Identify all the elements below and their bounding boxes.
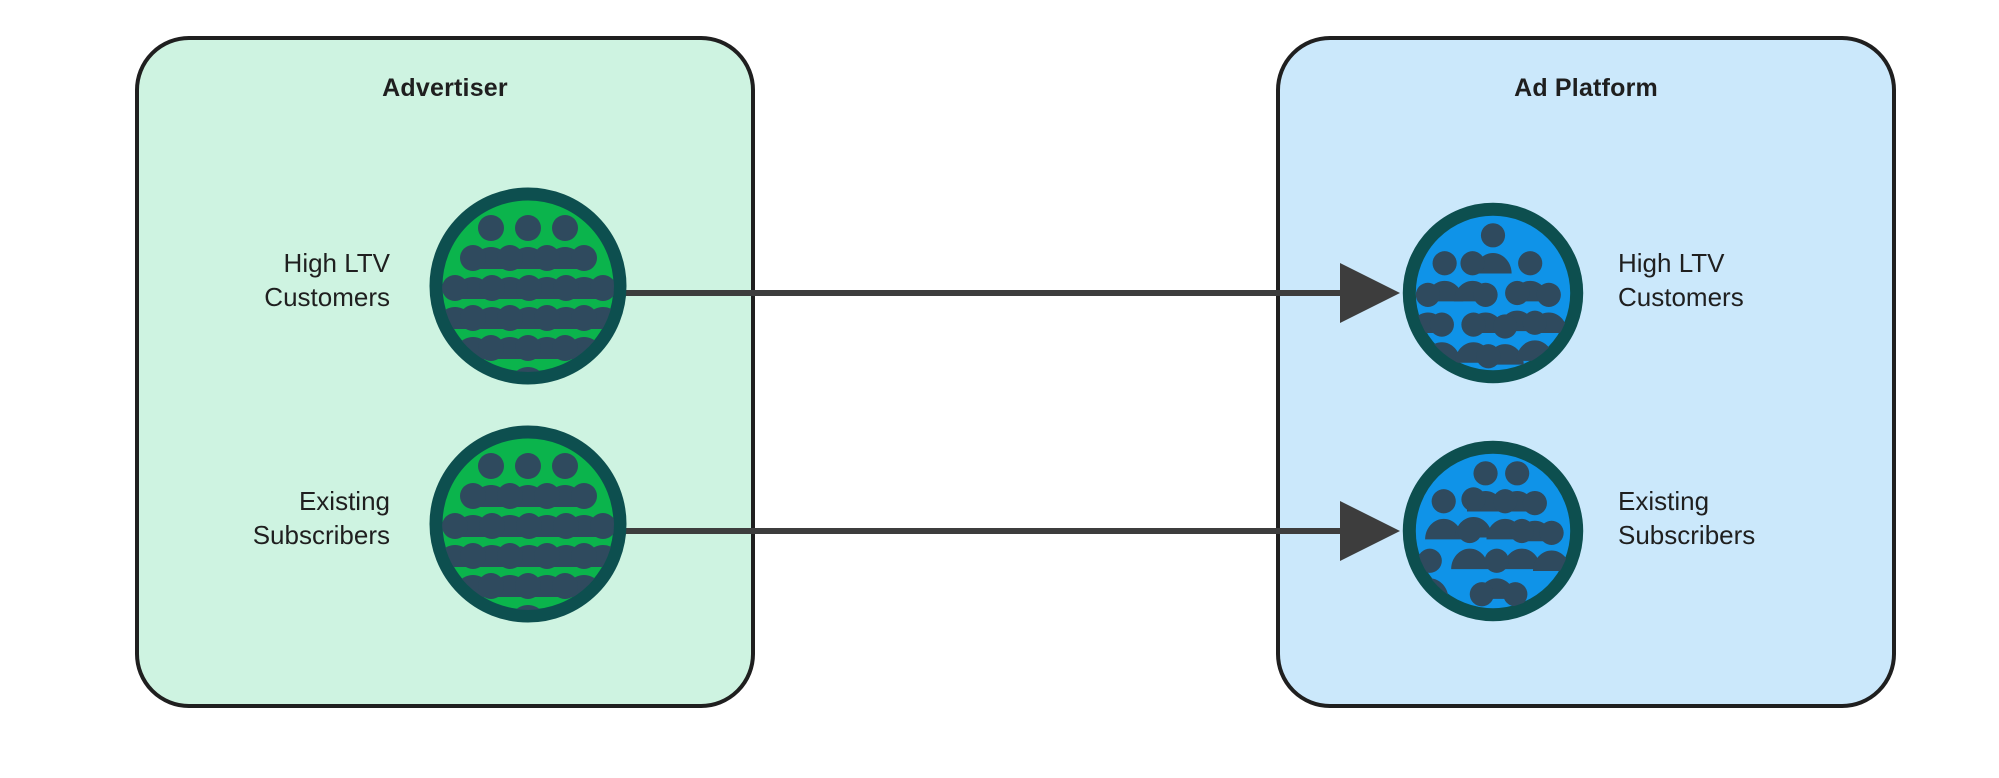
ad-platform-existing-subscribers-audience-icon[interactable] <box>1400 438 1586 624</box>
ad-platform-high-ltv-audience-icon[interactable] <box>1400 200 1586 386</box>
people-group-icon <box>429 187 627 385</box>
advertiser-high-ltv-audience-icon[interactable] <box>428 186 628 386</box>
label-ad-platform-high-ltv: High LTV Customers <box>1618 248 1744 312</box>
panel-ad-platform[interactable]: Ad Platform <box>1276 36 1896 708</box>
panel-ad-platform-title: Ad Platform <box>1514 74 1658 102</box>
label-advertiser-high-ltv: High LTV Customers <box>264 248 390 312</box>
people-group-icon <box>429 425 627 623</box>
panel-advertiser-title: Advertiser <box>382 74 508 102</box>
people-group-icon <box>1402 202 1584 384</box>
label-advertiser-existing-subscribers: Existing Subscribers <box>252 486 390 550</box>
label-ad-platform-existing-subscribers: Existing Subscribers <box>1618 486 1756 550</box>
advertiser-existing-subscribers-audience-icon[interactable] <box>428 424 628 624</box>
people-group-icon <box>1402 440 1584 622</box>
panel-advertiser[interactable]: Advertiser <box>135 36 755 708</box>
